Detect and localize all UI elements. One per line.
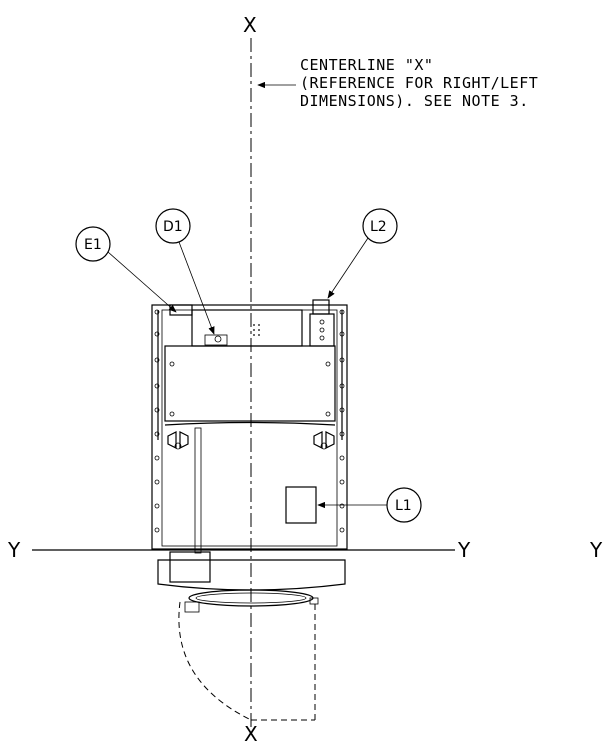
- balloon-e1: E1: [75, 226, 177, 313]
- bottom-ring-inner: [195, 592, 307, 604]
- label-plate-l1: [285, 486, 317, 524]
- unit-body: [151, 299, 348, 721]
- wing-nut-left: [167, 431, 189, 450]
- bottom-motor: [169, 551, 211, 583]
- note-line-3: DIMENSIONS). SEE NOTE 3.: [300, 92, 529, 110]
- vertical-rod: [194, 427, 202, 554]
- l2-bracket-top: [312, 299, 330, 315]
- vent-dots: [253, 324, 260, 336]
- balloon-l2: L2: [327, 208, 398, 299]
- cabinet-outline: [151, 304, 348, 550]
- control-box-part: [204, 334, 228, 346]
- panel-curve: [164, 421, 336, 426]
- wing-nut-right: [313, 431, 335, 450]
- control-box: [191, 309, 303, 347]
- door-swing-arc: [178, 601, 252, 721]
- balloon-label-l2: L2: [370, 219, 387, 235]
- balloon-label-l1: L1: [395, 498, 412, 514]
- bolts-right: [339, 309, 345, 533]
- leader-l2: [327, 237, 369, 299]
- leader-e1: [107, 251, 177, 313]
- balloon-l1: L1: [317, 487, 422, 523]
- leader-d1: [178, 241, 215, 335]
- axis-label-y-right: Y: [457, 538, 471, 562]
- axis-label-x-top: X: [243, 13, 257, 37]
- panel-bolts: [169, 361, 331, 417]
- bottom-latch: [184, 601, 200, 613]
- balloon-d1: D1: [155, 208, 215, 335]
- l2-bracket: [309, 313, 335, 347]
- axis-label-y-left: Y: [7, 538, 21, 562]
- centerline-note: CENTERLINE "X" (REFERENCE FOR RIGHT/LEFT…: [257, 56, 538, 110]
- axis-label-y-far-right: Y: [589, 538, 603, 562]
- bolts-left: [154, 309, 160, 533]
- note-line-2: (REFERENCE FOR RIGHT/LEFT: [300, 74, 538, 92]
- cabinet-inner-outline: [161, 309, 338, 547]
- note-line-1: CENTERLINE "X": [300, 56, 433, 74]
- balloon-label-d1: D1: [163, 219, 183, 235]
- axis-label-x-bottom: X: [244, 722, 258, 741]
- main-panel: [164, 345, 336, 422]
- balloon-label-e1: E1: [84, 237, 102, 253]
